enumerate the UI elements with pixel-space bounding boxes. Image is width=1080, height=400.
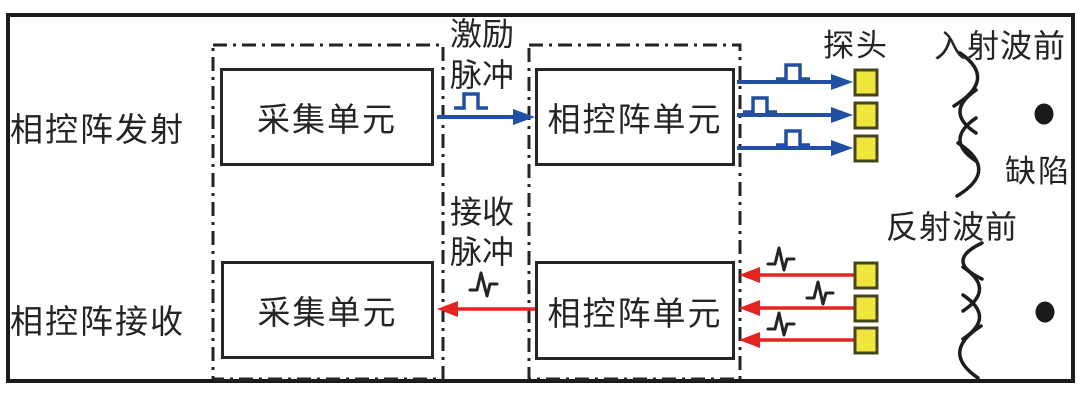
defect-label: 缺陷: [1005, 154, 1071, 190]
probe-element-tx-2: [853, 101, 879, 130]
phased-array-unit-tx-label: 相控阵单元: [547, 100, 723, 139]
acquisition-unit-tx-box: 采集单元: [220, 68, 434, 166]
outer-frame: [6, 13, 1075, 383]
rx-wavelet-icon-2: [805, 280, 835, 306]
receive-wavelet-icon: [468, 271, 499, 298]
excitation-pulse-label: 激励 脉冲: [436, 14, 528, 96]
receive-pulse-line1: 接收: [449, 193, 514, 231]
acquisition-unit-rx-box: 采集单元: [221, 261, 434, 359]
acquisition-unit-rx-label: 采集单元: [257, 293, 398, 332]
probe-element-rx-2: [853, 294, 879, 323]
tx-channel-arrows: [737, 63, 853, 156]
probe-elements-rx: [853, 261, 879, 355]
probe-element-rx-3: [853, 326, 879, 355]
excitation-pulse-line2: 脉冲: [449, 56, 514, 94]
reflected-wavefront-label: 反射波前: [885, 208, 1018, 246]
reflected-wavefront-arcs: [958, 241, 984, 380]
excitation-arrow-head: [513, 109, 535, 125]
reflected-arc-2: [961, 265, 982, 313]
phased-array-unit-tx-box: 相控阵单元: [535, 68, 735, 166]
defect-dot-top: [1034, 103, 1054, 125]
reflected-arc-4: [958, 324, 983, 380]
excitation-arrow: [437, 92, 535, 125]
incident-arc-3: [958, 116, 978, 163]
receive-pulse-line2: 脉冲: [449, 233, 514, 271]
acquisition-unit-tx-label: 采集单元: [257, 100, 397, 139]
tx-pulse-icon-1: [776, 63, 810, 81]
defect-dot-bottom: [1035, 301, 1055, 323]
probe-element-tx-3: [853, 134, 879, 163]
rx-channel-head-1: [739, 267, 760, 283]
incident-arc-1: [952, 51, 980, 108]
rx-channel-head-2: [739, 300, 760, 316]
phased-array-unit-rx-box: 相控阵单元: [535, 261, 735, 360]
incident-wavefront-label: 入射波前: [933, 27, 1066, 65]
receive-pulse-label: 接收 脉冲: [436, 192, 528, 272]
tx-channel-head-2: [831, 107, 853, 123]
excitation-pulse-line1: 激励: [449, 15, 514, 53]
rx-wavelet-icon-3: [766, 311, 796, 337]
receive-row-label: 相控阵接收: [10, 302, 185, 341]
tx-pulse-icon-3: [776, 129, 810, 147]
phased-array-unit-rx-label: 相控阵单元: [547, 293, 723, 333]
rx-wavelet-icon-1: [766, 246, 796, 272]
phased-array-dashdot-container: [527, 43, 742, 381]
probe-element-tx-1: [853, 68, 879, 97]
acquisition-dashdot-container: [211, 43, 445, 381]
rx-channel-head-3: [739, 332, 760, 348]
probe-element-rx-1: [853, 261, 879, 290]
receive-arrow-head: [437, 301, 458, 317]
incident-arc-2: [958, 88, 978, 135]
receive-arrow: [437, 271, 535, 317]
excitation-pulse-icon: [454, 92, 488, 110]
incident-arc-4: [955, 141, 981, 198]
rx-channel-arrows: [739, 246, 855, 348]
probe-label: 探头: [823, 28, 889, 64]
probe-elements-tx: [853, 68, 879, 163]
incident-wavefront-arcs: [952, 51, 981, 198]
tx-channel-head-1: [831, 74, 853, 90]
tx-channel-head-3: [831, 140, 853, 156]
transmit-row-label: 相控阵发射: [10, 110, 185, 149]
tx-pulse-icon-2: [743, 96, 777, 114]
